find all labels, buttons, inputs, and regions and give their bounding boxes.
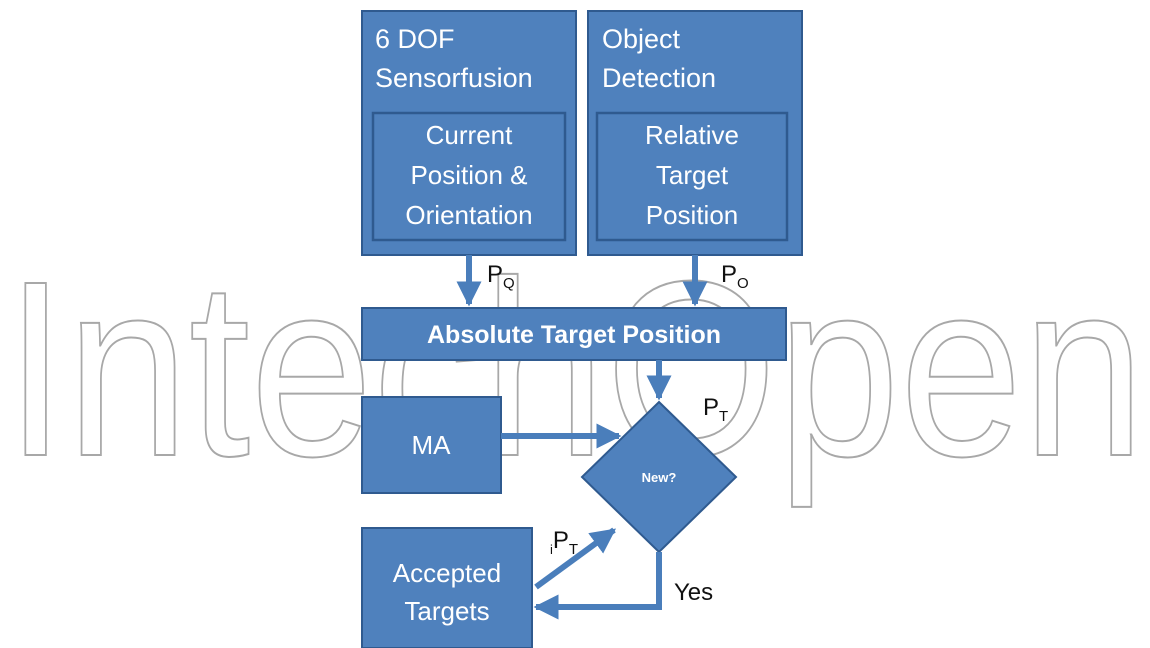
label-pq-sub: Q bbox=[503, 275, 515, 292]
sensorfusion-title-line2: Sensorfusion bbox=[375, 63, 533, 93]
label-po-main: P bbox=[721, 261, 737, 288]
decision-diamond: New? bbox=[580, 400, 738, 554]
relative-target-position-block: Relative Target Position bbox=[595, 111, 789, 242]
label-pq: PQ bbox=[487, 261, 515, 292]
absolute-target-position-label: Absolute Target Position bbox=[427, 321, 721, 349]
label-yes: Yes bbox=[674, 579, 713, 606]
relative-target-line3: Position bbox=[646, 200, 739, 230]
accepted-targets-line1: Accepted bbox=[393, 558, 501, 588]
sensorfusion-block: 6 DOF Sensorfusion Current Position & Or… bbox=[361, 10, 577, 256]
label-pq-main: P bbox=[487, 261, 503, 288]
sensorfusion-title-line1: 6 DOF bbox=[375, 24, 455, 54]
ma-block: MA bbox=[361, 396, 502, 494]
relative-target-line1: Relative bbox=[645, 120, 739, 150]
label-ipt: iPT bbox=[550, 527, 578, 558]
accepted-targets-block: Accepted Targets bbox=[361, 527, 533, 648]
arrow-yes-to-accepted bbox=[533, 552, 662, 620]
label-ipt-sub: T bbox=[569, 541, 578, 558]
ma-label: MA bbox=[412, 430, 452, 460]
current-position-line2: Position & bbox=[410, 160, 527, 190]
label-pt-sub: T bbox=[719, 408, 728, 425]
decision-label: New? bbox=[642, 470, 677, 485]
current-position-line3: Orientation bbox=[405, 200, 532, 230]
label-ipt-main: P bbox=[553, 527, 569, 554]
absolute-target-position-block: Absolute Target Position bbox=[361, 307, 787, 361]
object-detection-title-line1: Object bbox=[602, 24, 681, 54]
relative-target-line2: Target bbox=[656, 160, 729, 190]
label-po: PO bbox=[721, 261, 749, 292]
object-detection-block: Object Detection Relative Target Positio… bbox=[587, 10, 803, 256]
label-pt-main: P bbox=[703, 394, 719, 421]
current-position-line1: Current bbox=[426, 120, 513, 150]
label-po-sub: O bbox=[737, 275, 749, 292]
current-position-block: Current Position & Orientation bbox=[371, 111, 567, 242]
accepted-targets-line2: Targets bbox=[404, 596, 489, 626]
label-ipt-pre: i bbox=[550, 542, 553, 557]
arrow-accepted-to-decision bbox=[534, 527, 617, 590]
label-pt: PT bbox=[703, 394, 728, 425]
object-detection-title-line2: Detection bbox=[602, 63, 716, 93]
